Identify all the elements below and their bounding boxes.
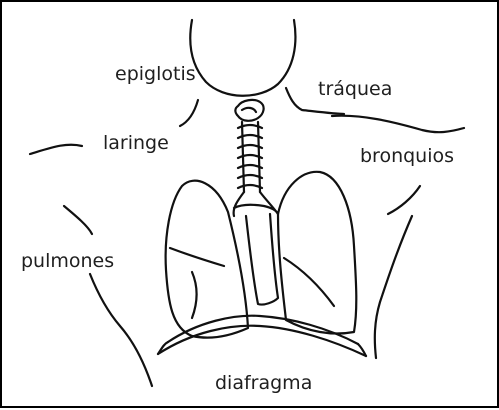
larynx-shape (235, 100, 263, 121)
trachea-ring-5 (238, 165, 262, 168)
arm-left-upper (64, 206, 92, 234)
arm-right-lower (375, 216, 412, 358)
trachea-ring-6 (238, 175, 262, 178)
shoulder-left-line (30, 145, 82, 154)
trachea-ring-3 (238, 145, 262, 148)
arm-right-line (388, 186, 420, 214)
trachea-ring-4 (238, 155, 262, 158)
bronchi-fork (234, 192, 278, 216)
larynx-ring (242, 108, 256, 112)
arm-left-lower (90, 274, 152, 386)
label-laringe: laringe (103, 134, 169, 153)
right-lung-outline (278, 172, 356, 334)
neck-left-line (180, 100, 198, 126)
label-diafragma: diafragma (215, 374, 312, 393)
trachea-ring-7 (238, 185, 262, 188)
label-pulmones: pulmones (21, 252, 114, 271)
label-epiglotis: epiglotis (115, 65, 196, 84)
label-traquea: tráquea (318, 80, 392, 99)
right-lung-fissure (284, 258, 334, 306)
label-bronquios: bronquios (360, 147, 454, 166)
head-outline (190, 20, 295, 96)
mediastinum (246, 214, 278, 305)
shoulder-right-line (332, 116, 464, 132)
left-lung-fissure (170, 248, 224, 266)
trachea-ring-2 (238, 135, 262, 138)
left-lung-fissure-2 (192, 272, 197, 318)
trachea-ring-1 (238, 125, 262, 128)
